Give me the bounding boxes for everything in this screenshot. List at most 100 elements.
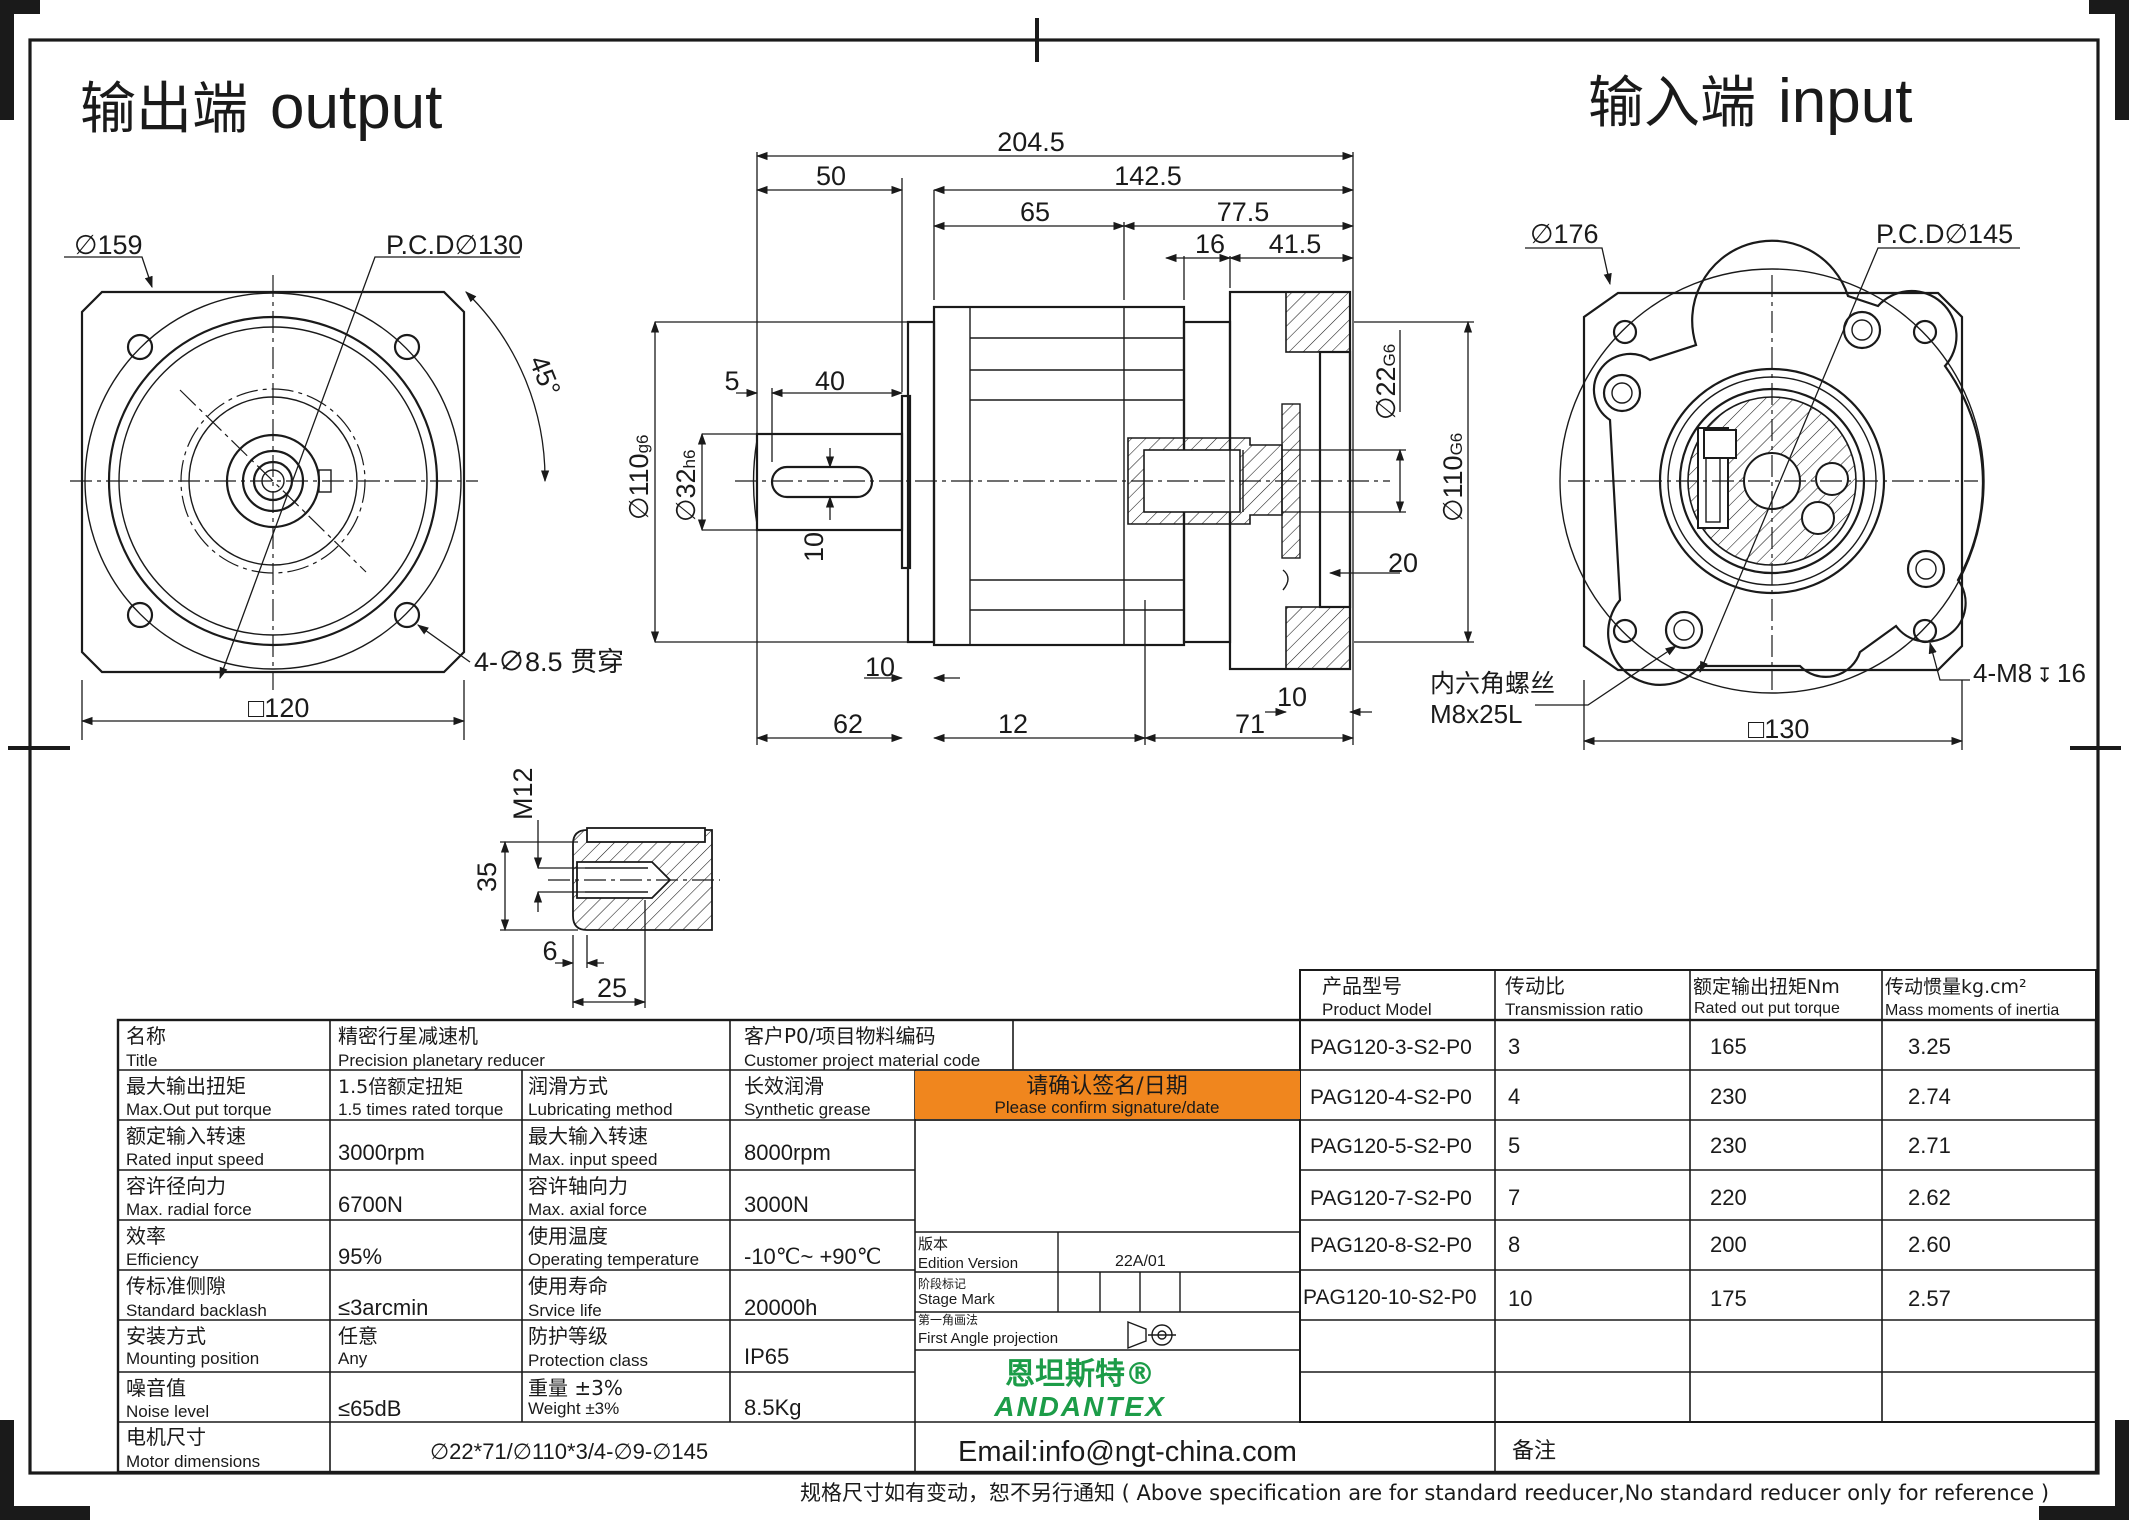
- row-torque: 230: [1710, 1133, 1747, 1158]
- table-row: PAG120-10-S2-P0 10 175 2.57: [1303, 1286, 1951, 1311]
- edition-label-cn: 版本: [918, 1235, 948, 1253]
- row-model: PAG120-5-S2-P0: [1310, 1135, 1472, 1158]
- row-inertia: 2.60: [1908, 1232, 1951, 1257]
- table-row: PAG120-7-S2-P0 7 220 2.62: [1310, 1185, 1951, 1210]
- ratio-header-cn: 传动比: [1505, 974, 1565, 998]
- efficiency-label-cn: 效率: [126, 1224, 166, 1248]
- noise-label-cn: 噪音值: [126, 1376, 186, 1400]
- hex-screw-spec: M8x25L: [1430, 699, 1523, 729]
- backlash-value: ≤3arcmin: [338, 1295, 428, 1320]
- input-square-dim: □130: [1748, 714, 1809, 744]
- dim-12: 12: [998, 709, 1028, 739]
- inertia-header-en: Mass moments of inertia: [1885, 1002, 2059, 1019]
- input-end-view: ∅176 P.C.D∅145 4-M8↧16 内六角螺丝 M8x25L □130: [1430, 219, 2086, 750]
- input-heading-cn: 输入端: [1588, 71, 1756, 136]
- radial-force-value: 6700N: [338, 1192, 403, 1217]
- first-angle-projection-icon: [1127, 1320, 1176, 1350]
- backlash-label-en: Standard backlash: [126, 1301, 267, 1320]
- weight-label-cn: 重量 ±3%: [528, 1376, 623, 1400]
- service-life-label-cn: 使用寿命: [528, 1274, 608, 1298]
- noise-value: ≤65dB: [338, 1396, 401, 1421]
- lubrication-label-cn: 润滑方式: [528, 1074, 608, 1098]
- output-end-view: ∅159 P.C.D∅130 45° 4-∅8.5 贯穿 □120: [64, 230, 624, 740]
- mounting-value-en: Any: [338, 1349, 368, 1368]
- overall-length-dim: 204.5: [997, 127, 1065, 157]
- max-speed-label-en: Max. input speed: [528, 1150, 657, 1169]
- row-torque: 230: [1710, 1084, 1747, 1109]
- dim-20: 20: [1388, 548, 1418, 578]
- dim-77-5: 77.5: [1217, 197, 1270, 227]
- spec-table-grid: [116, 969, 2098, 1474]
- dim-25: 25: [597, 973, 627, 1003]
- max-torque-label-en: Max.Out put torque: [126, 1100, 272, 1119]
- weight-value: 8.5Kg: [744, 1395, 802, 1420]
- max-speed-value: 8000rpm: [744, 1140, 831, 1165]
- table-row: PAG120-8-S2-P0 8 200 2.60: [1310, 1232, 1951, 1257]
- lubrication-value-cn: 长效润滑: [744, 1074, 824, 1098]
- row-model: PAG120-4-S2-P0: [1310, 1086, 1472, 1109]
- inertia-header-cn: 传动惯量kg.cm²: [1885, 976, 2027, 998]
- rated-speed-value: 3000rpm: [338, 1140, 425, 1165]
- torque-header-cn: 额定输出扭矩Nm: [1693, 976, 1840, 998]
- efficiency-value: 95%: [338, 1244, 382, 1269]
- motor-shaft-dim: ∅22G6: [1371, 344, 1401, 420]
- row-ratio: 7: [1508, 1185, 1520, 1210]
- edition-value: 22A/01: [1115, 1253, 1166, 1270]
- model-header-en: Product Model: [1322, 1000, 1432, 1019]
- contact-email: Email:info@ngt-china.com: [958, 1436, 1297, 1468]
- confirm-label-cn: 请确认签名/日期: [1026, 1074, 1187, 1099]
- row-ratio: 3: [1508, 1034, 1520, 1059]
- mounting-label-en: Mounting position: [126, 1349, 259, 1368]
- input-pilot-dim: ∅110G6: [1438, 433, 1468, 522]
- output-heading-cn: 输出端: [80, 77, 248, 142]
- title-label-en: Title: [126, 1051, 158, 1070]
- row-model: PAG120-8-S2-P0: [1310, 1234, 1472, 1257]
- dim-5: 5: [724, 366, 739, 396]
- torque-header-en: Rated out put torque: [1694, 1000, 1840, 1017]
- row-ratio: 8: [1508, 1232, 1520, 1257]
- dim-62: 62: [833, 709, 863, 739]
- dim-40: 40: [815, 366, 845, 396]
- dim-41-5: 41.5: [1269, 229, 1322, 259]
- protection-label-cn: 防护等级: [528, 1324, 608, 1348]
- row-torque: 175: [1710, 1286, 1747, 1311]
- row-torque: 220: [1710, 1185, 1747, 1210]
- protection-value: IP65: [744, 1344, 789, 1369]
- service-life-value: 20000h: [744, 1295, 817, 1320]
- temperature-label-cn: 使用温度: [528, 1224, 608, 1248]
- customer-code-label-cn: 客户P0/项目物料编码: [744, 1024, 936, 1048]
- backlash-label-cn: 传标准侧隙: [126, 1274, 226, 1298]
- motor-dimensions-label-cn: 电机尺寸: [126, 1425, 206, 1449]
- row-model: PAG120-3-S2-P0: [1310, 1036, 1472, 1059]
- key-width-dim: 10: [799, 532, 829, 562]
- motor-dimensions-value: ∅22*71/∅110*3/4-∅9-∅145: [430, 1439, 708, 1464]
- row-inertia: 2.74: [1908, 1084, 1951, 1109]
- stage-label-cn: 阶段标记: [918, 1276, 966, 1291]
- dim-6: 6: [542, 936, 557, 966]
- output-pilot-dim: ∅110g6: [624, 435, 654, 521]
- noise-label-en: Noise level: [126, 1402, 209, 1421]
- row-model: PAG120-7-S2-P0: [1310, 1187, 1472, 1210]
- model-table: 产品型号 Product Model 传动比 Transmission rati…: [1303, 974, 2059, 1311]
- output-pcd-dim: P.C.D∅130: [386, 230, 523, 260]
- ratio-header-en: Transmission ratio: [1505, 1000, 1643, 1019]
- radial-force-label-cn: 容许径向力: [126, 1174, 226, 1198]
- mounting-label-cn: 安装方式: [126, 1324, 206, 1348]
- dim-71: 71: [1235, 709, 1265, 739]
- temperature-label-en: Operating temperature: [528, 1250, 699, 1269]
- row-inertia: 2.62: [1908, 1185, 1951, 1210]
- service-life-label-en: Srvice life: [528, 1301, 602, 1320]
- table-row: PAG120-3-S2-P0 3 165 3.25: [1310, 1034, 1951, 1059]
- row-inertia: 2.71: [1908, 1133, 1951, 1158]
- hex-screw-label: 内六角螺丝: [1430, 669, 1555, 698]
- input-holes-dim: 4-M8↧16: [1973, 658, 2086, 688]
- body-length-dim: 142.5: [1114, 161, 1182, 191]
- title-label-cn: 名称: [126, 1024, 166, 1048]
- output-circle-dim: ∅159: [74, 230, 143, 260]
- output-holes-dim: 4-∅8.5 贯穿: [474, 647, 624, 677]
- table-row: PAG120-5-S2-P0 5 230 2.71: [1310, 1133, 1951, 1158]
- thread-dim: M12: [508, 767, 538, 820]
- flange-thickness-dim: 10: [865, 652, 895, 682]
